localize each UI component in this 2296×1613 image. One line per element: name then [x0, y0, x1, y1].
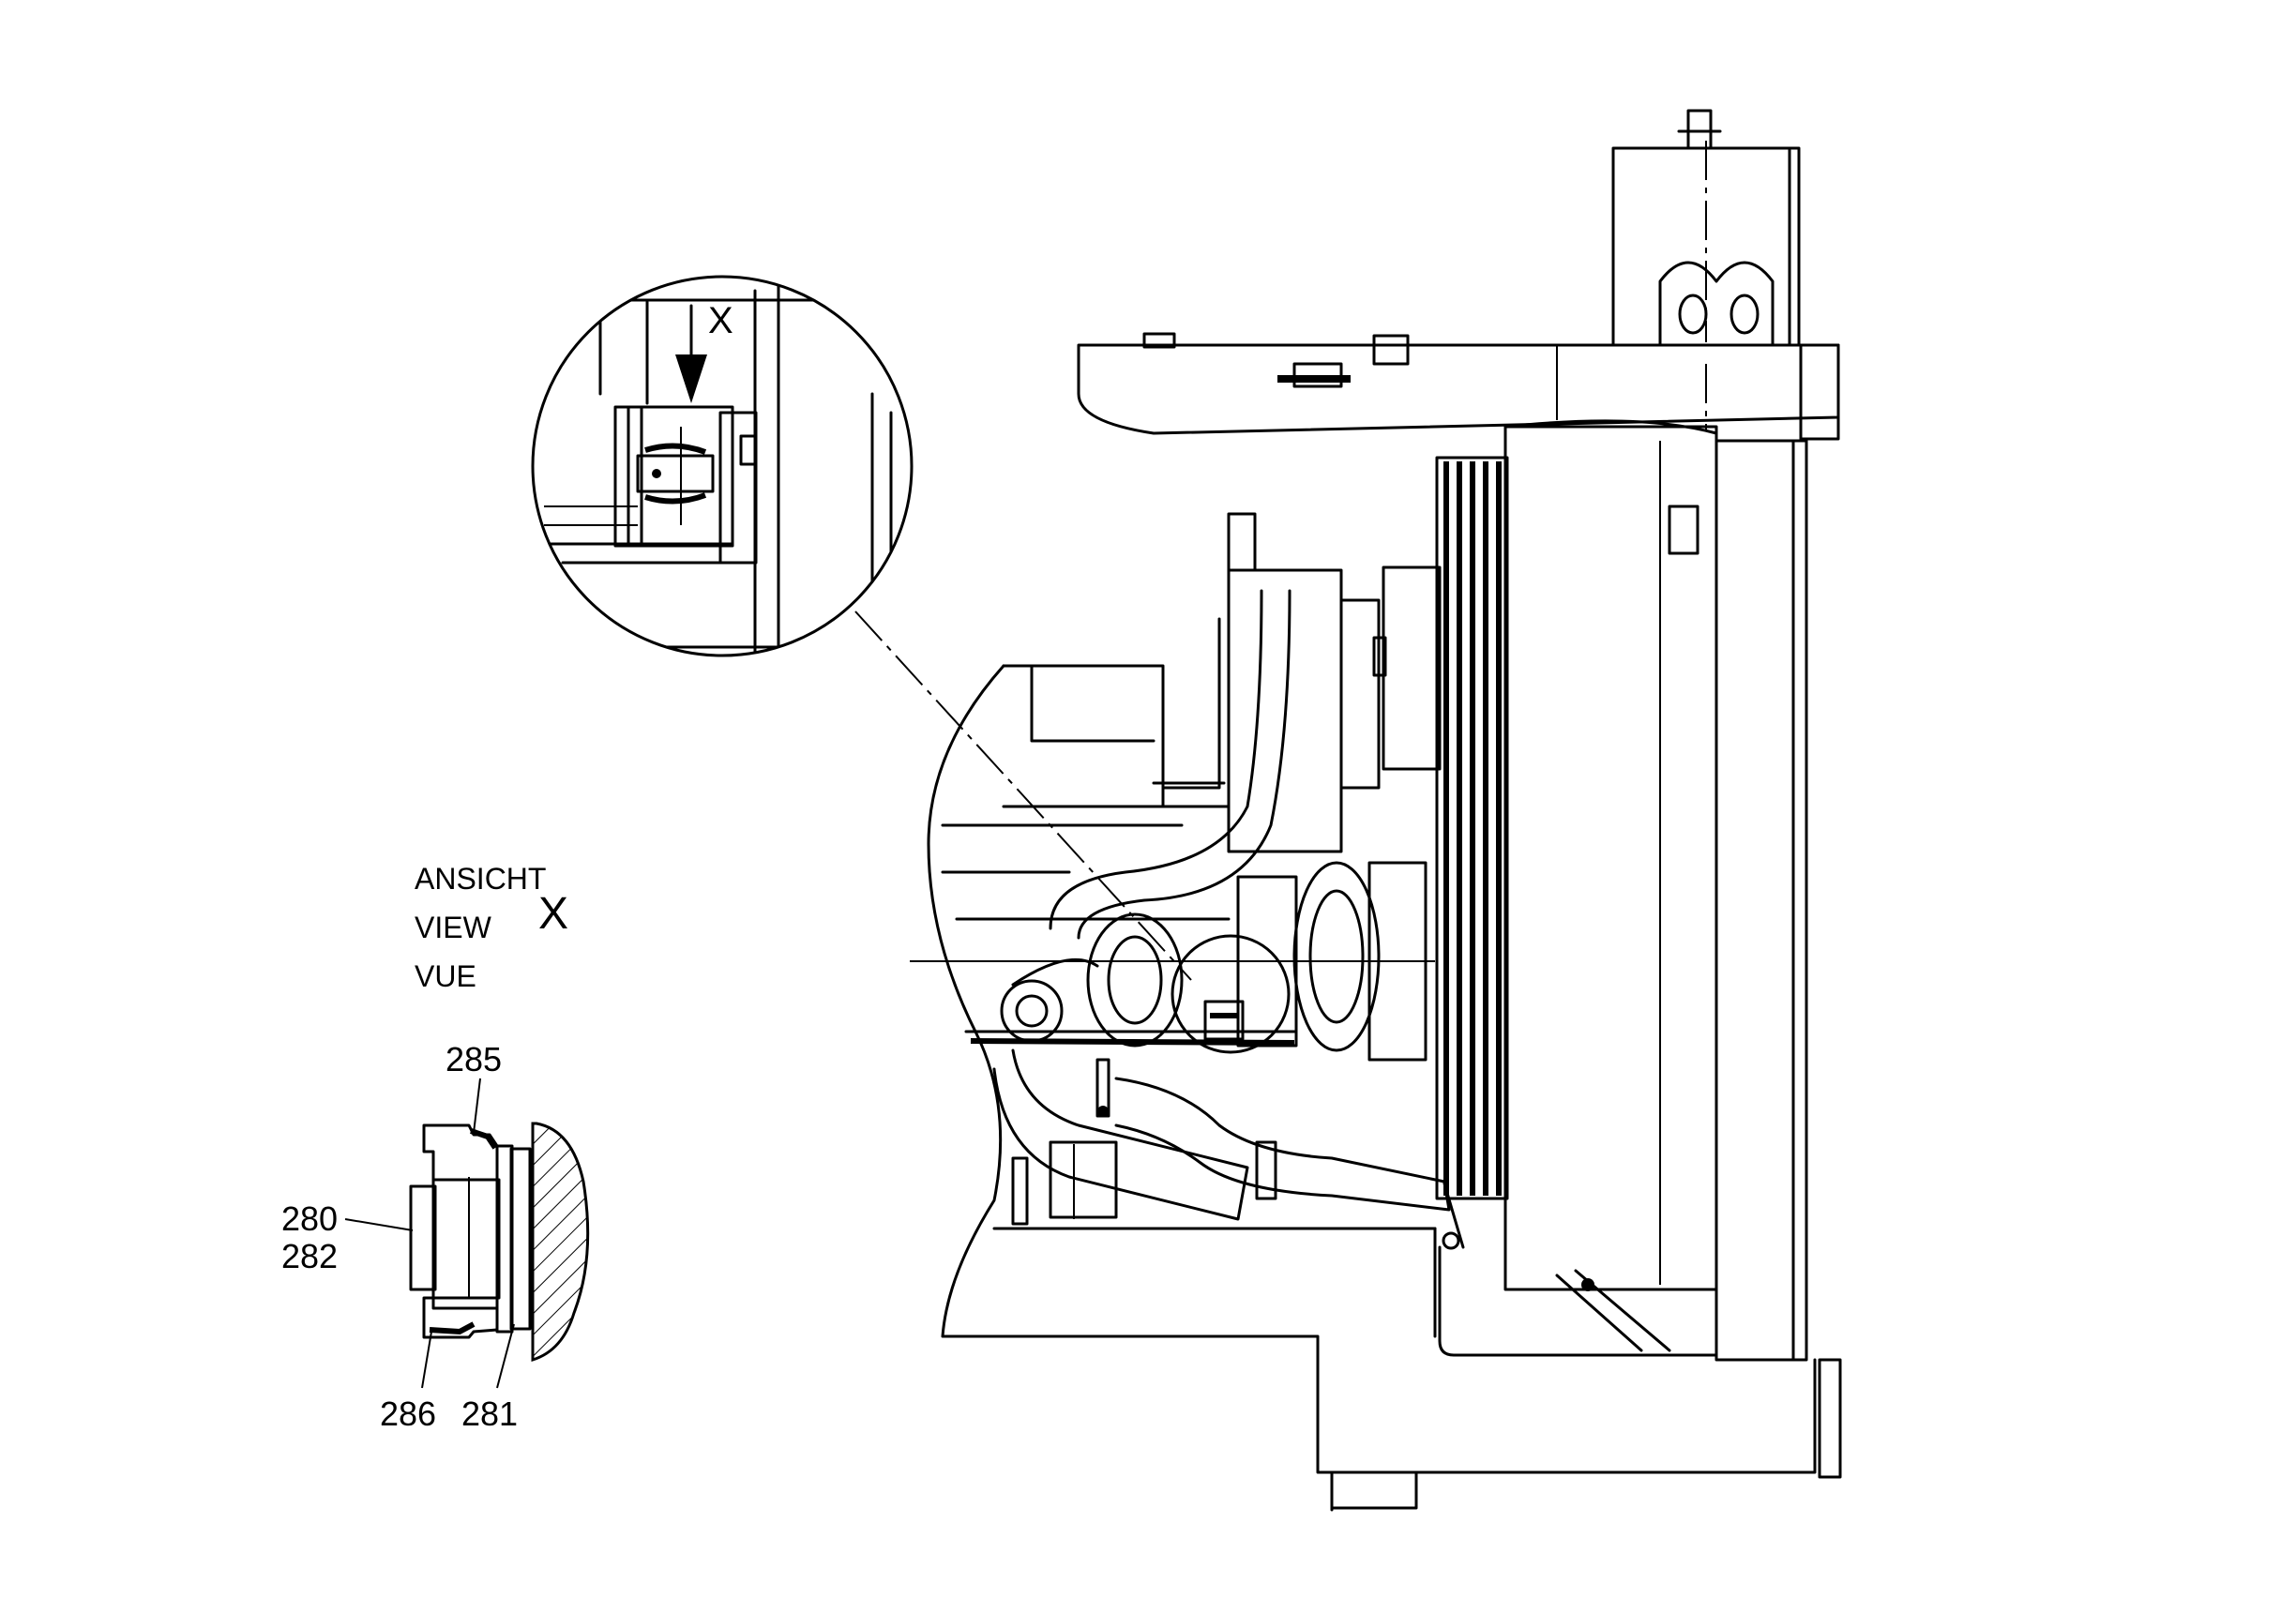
part-label-280: 280 — [281, 1199, 338, 1238]
switch-body — [431, 1178, 501, 1300]
detail-circle — [531, 275, 914, 657]
fan-hub — [1382, 565, 1442, 771]
part-label-285: 285 — [446, 1040, 502, 1078]
intake-hose — [992, 1048, 1249, 1221]
cooling-fins — [1435, 456, 1509, 1200]
view-caption: ANSICHT VIEW VUE X — [415, 862, 568, 993]
leader-286 — [421, 1331, 432, 1389]
turbocharger — [1086, 912, 1184, 1048]
frame-beam — [1077, 343, 1840, 435]
sensor-location — [1171, 934, 1291, 1054]
view-caption-marker: X — [538, 889, 568, 939]
radiator-core — [1503, 425, 1718, 1291]
leader-280 — [344, 1218, 414, 1231]
mounting-flange — [509, 1147, 532, 1331]
part-label-281: 281 — [461, 1394, 518, 1433]
radiator-column — [1714, 439, 1795, 1362]
view-caption-line-de: ANSICHT — [415, 862, 546, 896]
hatched-wall — [531, 1122, 590, 1363]
view-caption-line-fr: VUE — [415, 959, 476, 993]
part-label-286: 286 — [380, 1394, 436, 1433]
machine-side-view — [910, 109, 1842, 1512]
detail-magnifier: X — [531, 275, 1192, 981]
detail-marker: X — [708, 300, 733, 341]
detail-leader-line — [854, 611, 1192, 981]
leader-281 — [496, 1323, 515, 1389]
part-detail-view: 285 280 282 286 281 — [281, 1040, 590, 1433]
view-caption-line-en: VIEW — [415, 911, 492, 944]
view-direction-arrow — [675, 354, 707, 403]
leader-285 — [473, 1078, 481, 1134]
part-label-282: 282 — [281, 1237, 338, 1275]
